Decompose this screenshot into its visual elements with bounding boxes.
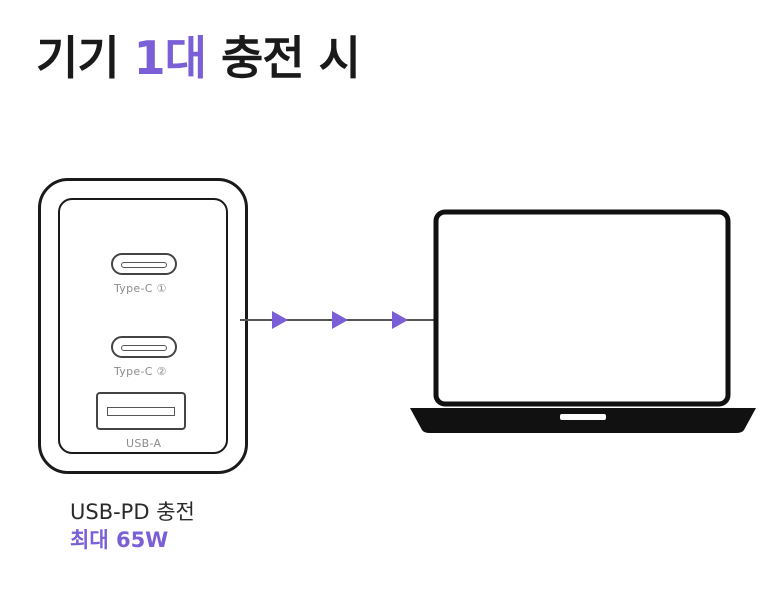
power-flow-connector (240, 311, 440, 329)
usb-c-port-icon (111, 253, 177, 275)
port-label-usb-a: USB-A (126, 437, 162, 450)
charger-illustration: Type-C ① Type-C ② USB-A (38, 178, 248, 474)
laptop-screen (433, 209, 731, 407)
port-label-type-c-2: Type-C ② (114, 365, 167, 378)
title-prefix: 기기 (36, 31, 134, 85)
port-label-type-c-1: Type-C ① (114, 282, 167, 295)
arrow-right-icon (272, 311, 288, 329)
laptop-icon (410, 209, 756, 433)
page-title: 기기 1대 충전 시 (36, 22, 361, 88)
charge-description: USB-PD 충전 최대 65W (70, 498, 195, 554)
laptop-base (410, 408, 756, 433)
charger-face: Type-C ① Type-C ② USB-A (58, 198, 228, 454)
charge-mode-label: USB-PD 충전 (70, 500, 195, 524)
title-highlight: 1대 (133, 31, 207, 85)
usb-c-port-icon (111, 336, 177, 358)
laptop-trackpad-notch (560, 414, 606, 420)
usb-a-port-icon (96, 392, 186, 430)
arrow-right-icon (332, 311, 348, 329)
max-power-label: 최대 65W (70, 528, 169, 552)
arrow-right-icon (392, 311, 408, 329)
title-suffix: 충전 시 (205, 31, 361, 85)
